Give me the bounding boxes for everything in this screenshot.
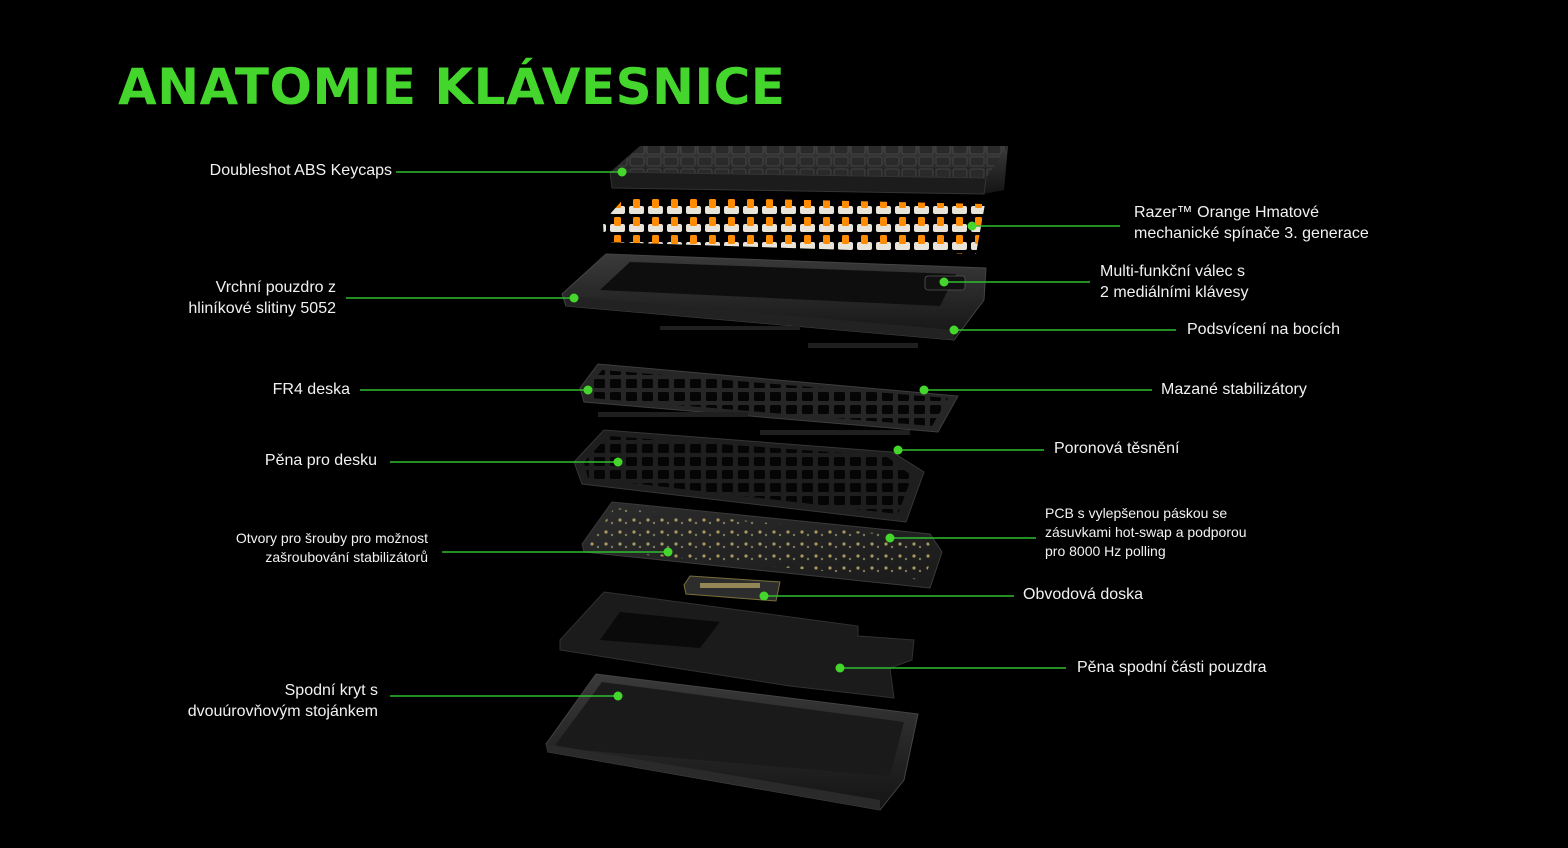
label-plate-line-1: FR4 deska [272,381,350,398]
label-bottom-case-line-1: Spodní kryt s [284,682,378,699]
dot-case-foam [835,663,845,673]
label-keycaps-line-1: Doubleshot ABS Keycaps [209,162,392,179]
dot-roller [939,277,949,287]
dot-keycaps [617,167,627,177]
dot-underglow [949,325,959,335]
dot-screw-holes [663,547,673,557]
label-daughterboard-line-1: Obvodová doska [1023,586,1144,603]
bottom-case-layer [545,673,919,811]
label-switches-line-2: mechanické spínače 3. generace [1134,225,1369,242]
dot-stabilizers [919,385,929,395]
label-roller-line-1: Multi-funkční válec s [1100,263,1245,280]
label-screw-holes-line-2: zašroubování stabilizátorů [265,549,428,565]
case-foam-layer [559,591,915,699]
keycaps-layer [609,146,1008,195]
dot-plate-foam [613,457,623,467]
label-switches: Razer™ Orange Hmatové mechanické spínače… [1134,202,1369,244]
label-underglow: Podsvícení na bocích [1187,319,1340,340]
label-gaskets: Poronová těsnění [1054,438,1179,459]
switches-layer [603,196,985,254]
dot-plate [583,385,593,395]
label-pcb: PCB s vylepšenou páskou se zásuvkami hot… [1045,504,1247,561]
label-stabilizers-line-1: Mazané stabilizátory [1161,381,1307,398]
dot-daughterboard [759,591,769,601]
dot-bottom-case [613,691,623,701]
leader-lines [346,171,1176,697]
label-screw-holes-line-1: Otvory pro šrouby pro možnost [235,530,428,546]
label-plate: FR4 deska [200,379,350,400]
daughterboard-layer [683,575,781,602]
label-roller-line-2: 2 mediálními klávesy [1100,284,1249,301]
leader-dots [569,167,977,701]
dot-switches [967,221,977,231]
plate-foam-layer [573,429,925,523]
dot-pcb [885,533,895,543]
label-daughterboard: Obvodová doska [1023,584,1143,605]
fr4-plate-layer [579,363,959,435]
label-plate-foam: Pěna pro desku [180,450,377,471]
page-title: ANATOMIE KLÁVESNICE [118,58,786,116]
dot-top-case [569,293,579,303]
label-case-foam: Pěna spodní části pouzdra [1077,657,1266,678]
top-case-layer [561,253,987,348]
label-pcb-line-3: pro 8000 Hz polling [1045,543,1166,559]
label-bottom-case: Spodní kryt s dvouúrovňovým stojánkem [150,680,378,722]
label-keycaps: Doubleshot ABS Keycaps [150,160,392,181]
label-plate-foam-line-1: Pěna pro desku [264,452,377,469]
dot-gaskets [893,445,903,455]
label-roller: Multi-funkční válec s 2 mediálními kláve… [1100,261,1249,303]
label-screw-holes: Otvory pro šrouby pro možnost zašroubová… [180,529,428,567]
label-case-foam-line-1: Pěna spodní části pouzdra [1077,659,1267,676]
label-switches-line-1: Razer™ Orange Hmatové [1134,204,1319,221]
label-pcb-line-2: zásuvkami hot-swap a podporou [1045,524,1247,540]
label-gaskets-line-1: Poronová těsnění [1054,440,1180,457]
label-top-case-line-2: hliníkové slitiny 5052 [188,300,336,317]
label-top-case: Vrchní pouzdro z hliníkové slitiny 5052 [130,277,336,319]
label-stabilizers: Mazané stabilizátory [1161,379,1307,400]
label-pcb-line-1: PCB s vylepšenou páskou se [1045,505,1228,521]
label-underglow-line-1: Podsvícení na bocích [1187,321,1340,338]
label-top-case-line-1: Vrchní pouzdro z [215,279,336,296]
label-bottom-case-line-2: dvouúrovňovým stojánkem [187,703,378,720]
